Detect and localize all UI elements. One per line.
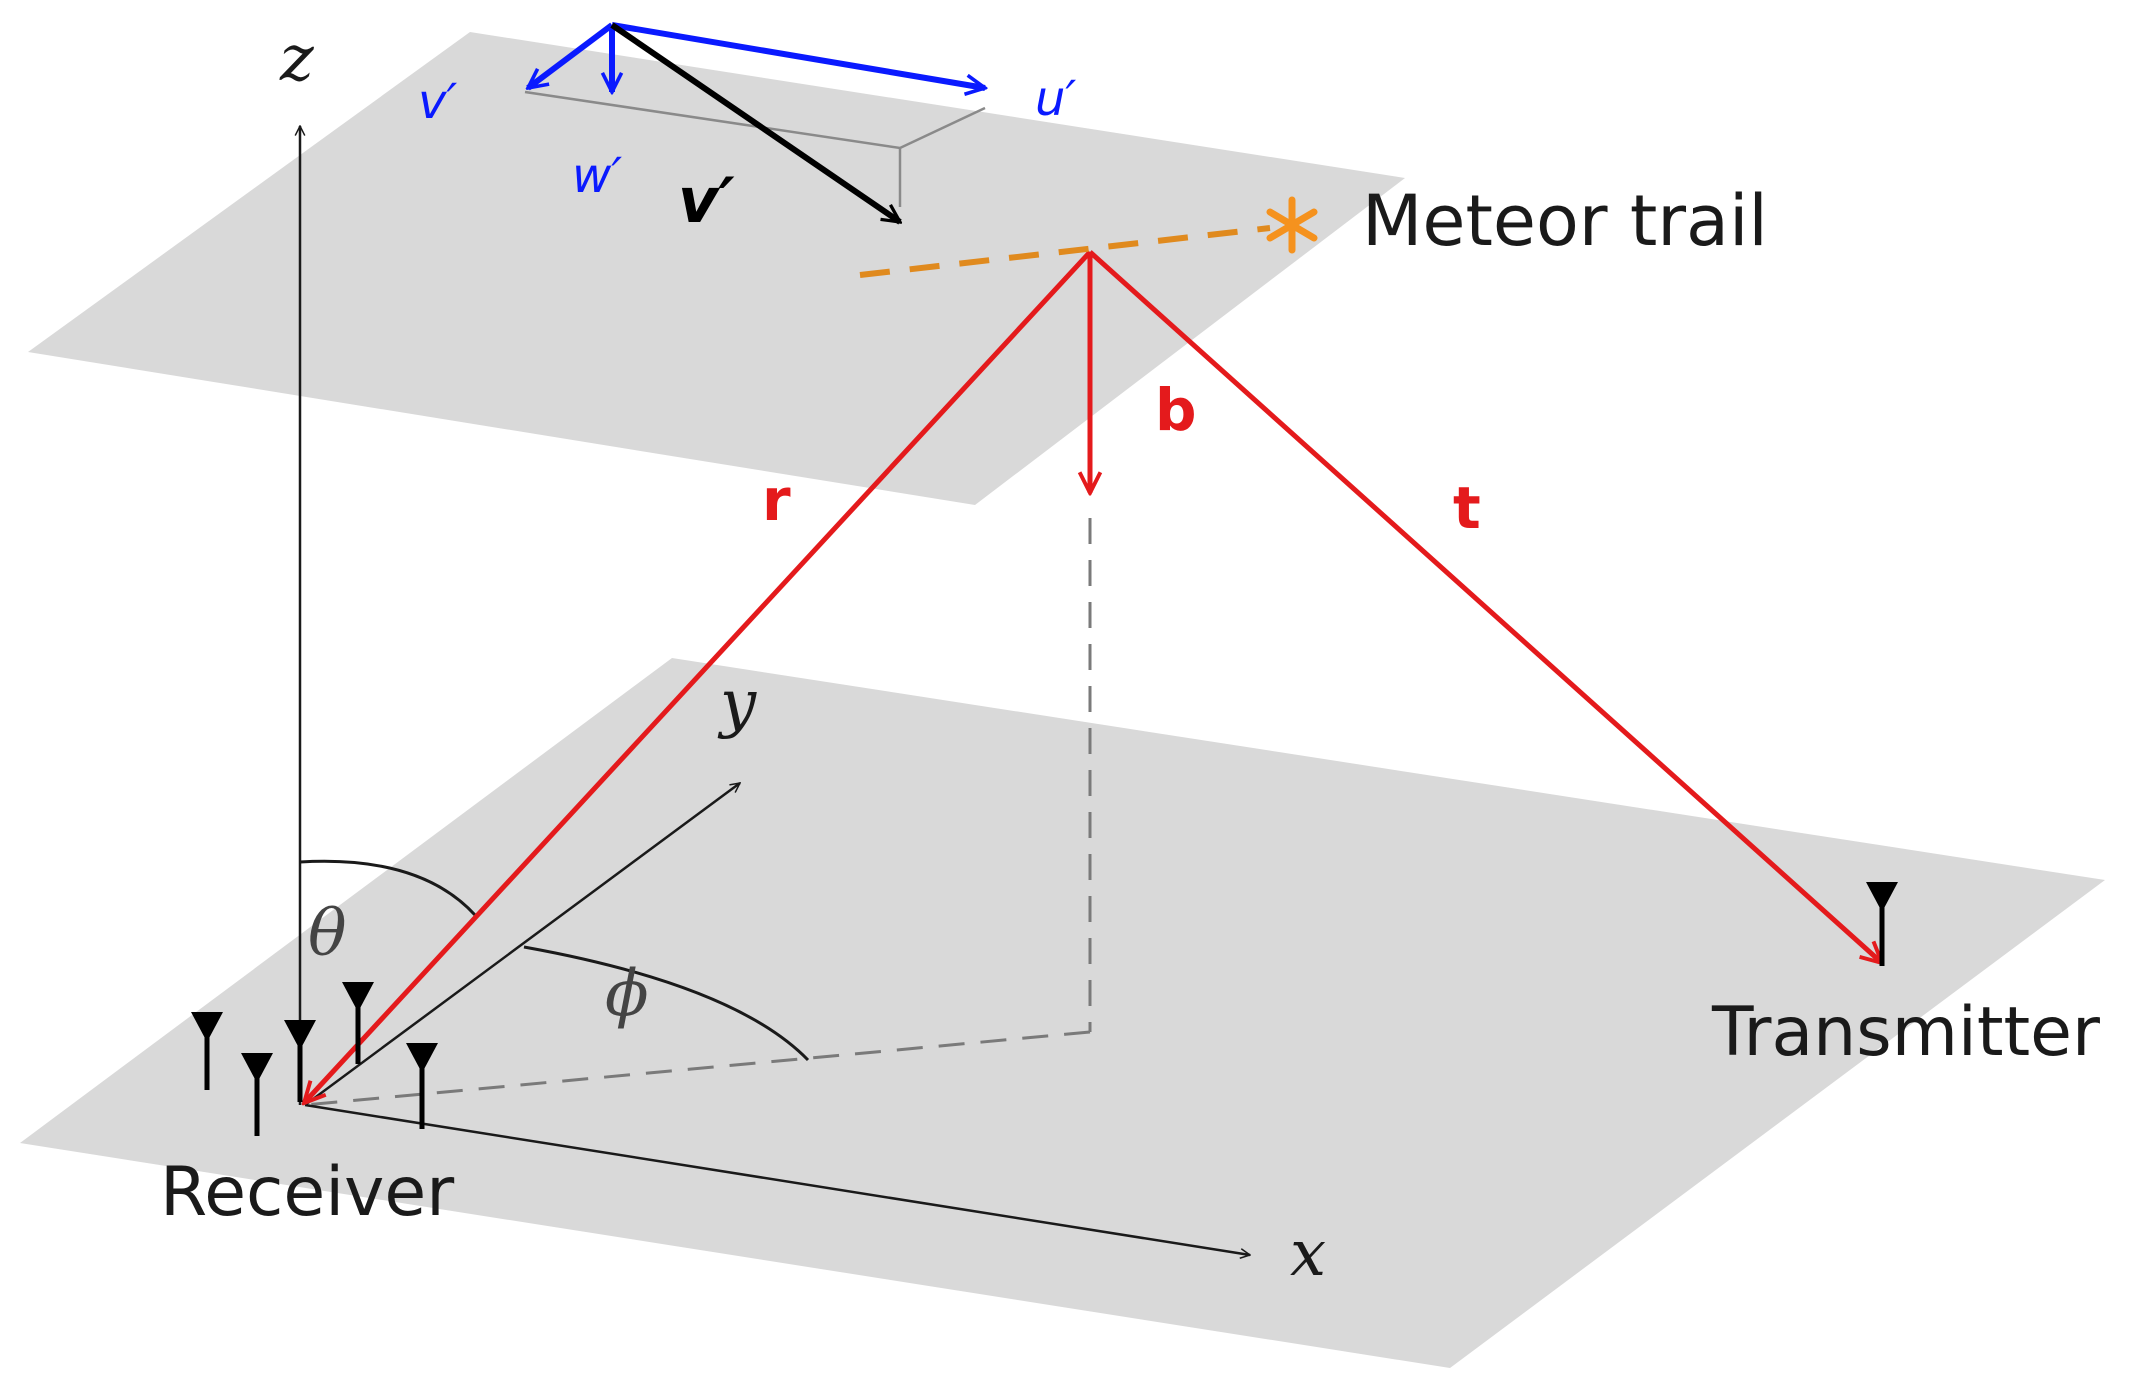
t-vector: [1088, 250, 1882, 963]
transmitter-label: Transmitter: [1711, 993, 2100, 1072]
r-label: r: [762, 466, 791, 534]
antenna-icon: [241, 1053, 273, 1136]
theta-label: θ: [308, 897, 347, 971]
antenna-icon: [284, 1020, 316, 1102]
t-label: t: [1453, 474, 1481, 542]
x-axis-label: x: [1290, 1217, 1326, 1291]
r-vector: [304, 250, 1092, 1103]
ground-plane: [20, 658, 2105, 1368]
y-axis: [304, 781, 740, 1107]
antenna-icon: [1866, 882, 1898, 966]
u-prime-label: u′: [1035, 71, 1076, 127]
receiver-label: Receiver: [160, 1153, 454, 1232]
v-prime-total-vector: [610, 22, 900, 225]
z-axis-label: z: [279, 22, 315, 96]
antenna-icon: [342, 982, 374, 1064]
b-label: b: [1155, 376, 1197, 444]
upper-plane: [28, 32, 1405, 505]
x-axis: [304, 1103, 1250, 1255]
v-prime-vector: [528, 22, 614, 88]
meteor-trail-line: [859, 225, 1271, 278]
receiver-antenna-array: [191, 982, 438, 1136]
meteor-trail-label: Meteor trail: [1362, 180, 1768, 262]
v-prime-small-label: v′: [418, 74, 457, 130]
w-prime-label: w′: [572, 148, 622, 204]
phi-label: ϕ: [605, 957, 649, 1031]
v-prime-bold-label: v′: [678, 164, 735, 237]
antenna-icon: [191, 1012, 223, 1090]
y-axis-label: y: [717, 667, 757, 741]
theta-arc: [299, 859, 477, 917]
asterisk-icon: [1266, 196, 1318, 254]
antenna-icon: [406, 1043, 438, 1129]
projection-ground-dashed: [304, 1030, 1091, 1107]
phi-arc: [523, 945, 810, 1062]
u-prime-vector: [611, 22, 985, 88]
